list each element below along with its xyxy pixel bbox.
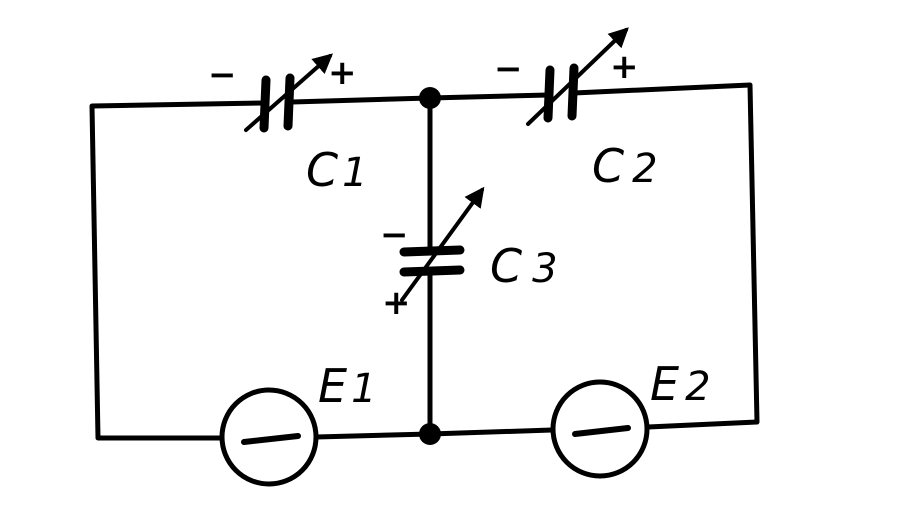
c3-label-index: 3 bbox=[532, 246, 557, 292]
wires bbox=[89, 82, 760, 441]
c3-plate-top bbox=[399, 245, 465, 257]
c1-positive-sign: + bbox=[328, 53, 357, 93]
c3-negative-sign: − bbox=[380, 215, 409, 255]
c2-label-index: 2 bbox=[632, 146, 657, 192]
c2-plate-right bbox=[567, 63, 579, 121]
c1-label-letter: C bbox=[306, 143, 338, 197]
c2-label-letter: C bbox=[592, 139, 624, 193]
wire-left-loop bbox=[89, 100, 267, 441]
c2-negative-sign: − bbox=[494, 49, 523, 89]
c3-positive-sign: + bbox=[382, 283, 411, 323]
c1-plate-right bbox=[283, 73, 295, 131]
e2-source-bar bbox=[572, 425, 631, 437]
junction-node-bottom bbox=[419, 423, 441, 445]
c1-plate-left bbox=[259, 75, 271, 133]
wire-bottom-e1-to-node bbox=[313, 431, 433, 440]
wire-right-loop bbox=[571, 82, 760, 430]
e1-source-bar bbox=[241, 433, 301, 445]
c1-variable-arrow-icon bbox=[244, 53, 334, 132]
c3-plate-bottom bbox=[399, 265, 465, 277]
c1-negative-sign: − bbox=[208, 55, 237, 95]
c3-label-letter: C bbox=[490, 239, 522, 293]
c2-plate-left bbox=[543, 65, 555, 123]
c2-variable-arrow-icon bbox=[526, 27, 629, 126]
wire-top-node-to-c2 bbox=[427, 92, 551, 101]
wire-bottom-node-to-e2 bbox=[427, 427, 555, 437]
c2-positive-sign: + bbox=[610, 47, 639, 87]
e1-label-index: 1 bbox=[351, 366, 376, 412]
junction-node-top bbox=[419, 87, 441, 109]
wire-top-c1-to-node bbox=[289, 95, 433, 105]
c1-label-index: 1 bbox=[342, 150, 367, 196]
e2-label-index: 2 bbox=[685, 364, 710, 410]
e1-label-letter: E bbox=[318, 359, 347, 413]
c3-variable-arrow-icon bbox=[400, 186, 485, 302]
e2-label-letter: E bbox=[650, 357, 679, 411]
